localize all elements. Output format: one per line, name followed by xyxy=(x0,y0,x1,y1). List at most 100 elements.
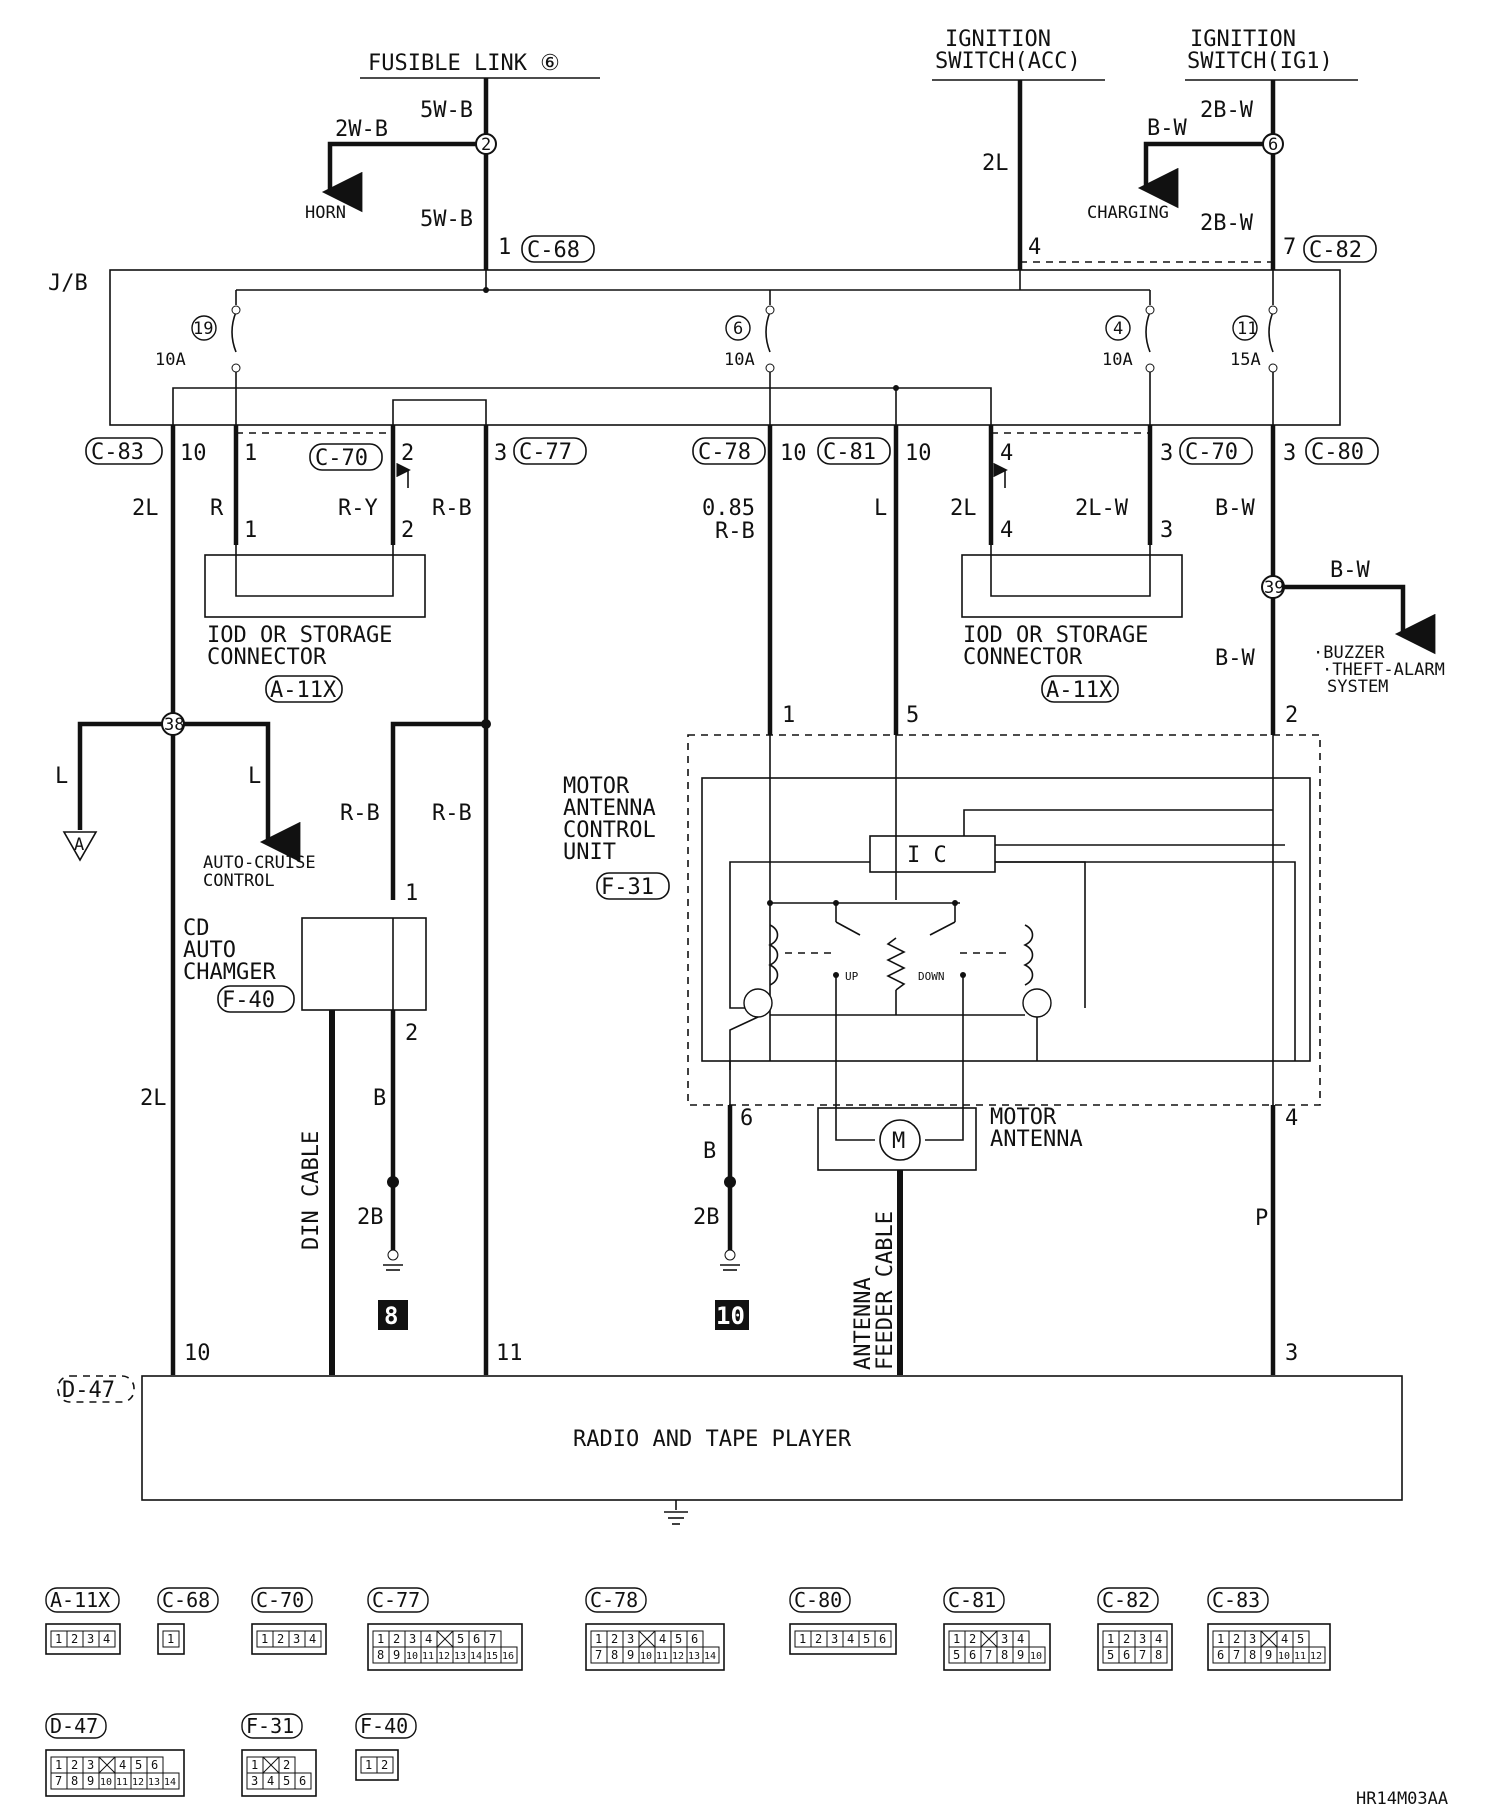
svg-text:6: 6 xyxy=(1123,1648,1130,1662)
svg-text:C-81: C-81 xyxy=(948,1588,996,1612)
svg-text:16: 16 xyxy=(502,1651,514,1662)
svg-text:10: 10 xyxy=(184,1341,211,1366)
connector-c68-tag xyxy=(521,235,595,263)
svg-text:19: 19 xyxy=(193,319,213,339)
svg-text:10: 10 xyxy=(406,1651,418,1662)
svg-text:7: 7 xyxy=(55,1774,62,1788)
svg-text:11: 11 xyxy=(422,1651,434,1662)
svg-text:5: 5 xyxy=(1297,1632,1304,1646)
svg-text:7: 7 xyxy=(595,1648,602,1662)
svg-text:4: 4 xyxy=(267,1774,274,1788)
svg-text:10: 10 xyxy=(716,1302,745,1330)
svg-text:ANTENNA: ANTENNA xyxy=(990,1127,1083,1152)
svg-text:3: 3 xyxy=(1139,1632,1146,1646)
svg-text:4: 4 xyxy=(659,1632,666,1646)
svg-text:1: 1 xyxy=(1107,1632,1114,1646)
svg-text:C-78: C-78 xyxy=(590,1588,638,1612)
svg-text:5: 5 xyxy=(283,1774,290,1788)
svg-text:A-11X: A-11X xyxy=(270,678,337,703)
svg-text:4: 4 xyxy=(1000,518,1013,543)
ignition-acc-line1: IGNITION xyxy=(945,27,1051,52)
svg-text:4: 4 xyxy=(1155,1632,1162,1646)
svg-text:1: 1 xyxy=(167,1632,174,1646)
svg-text:4: 4 xyxy=(119,1758,126,1772)
svg-text:5: 5 xyxy=(953,1648,960,1662)
ignition-ig1-source: IGNITION SWITCH(IG1) xyxy=(1185,27,1358,81)
svg-text:8: 8 xyxy=(1155,1648,1162,1662)
svg-text:B-W: B-W xyxy=(1215,496,1255,521)
svg-text:8: 8 xyxy=(384,1302,398,1330)
svg-text:6: 6 xyxy=(879,1632,886,1646)
svg-text:4: 4 xyxy=(847,1632,854,1646)
svg-text:RADIO AND TAPE PLAYER: RADIO AND TAPE PLAYER xyxy=(573,1427,852,1452)
svg-text:12: 12 xyxy=(132,1777,144,1788)
svg-text:2: 2 xyxy=(393,1632,400,1646)
svg-text:9: 9 xyxy=(1017,1648,1024,1662)
svg-text:2: 2 xyxy=(1233,1632,1240,1646)
connector-c82-tag xyxy=(1303,235,1377,263)
svg-text:L: L xyxy=(55,764,68,789)
svg-text:15A: 15A xyxy=(1230,350,1261,370)
svg-text:AUTO-CRUISE: AUTO-CRUISE xyxy=(203,853,316,873)
svg-text:C-68: C-68 xyxy=(162,1588,210,1612)
ignition-acc-source: IGNITION SWITCH(ACC) xyxy=(932,27,1105,81)
svg-text:8: 8 xyxy=(71,1774,78,1788)
iod-connector-left: R R-Y 1 2 IOD OR STORAGE CONNECTOR A-11X xyxy=(204,425,426,703)
c78-wire: 0.85 R-B 1 xyxy=(702,425,795,735)
svg-text:11: 11 xyxy=(116,1777,128,1788)
svg-text:2: 2 xyxy=(71,1758,78,1772)
svg-text:·THEFT-ALARM: ·THEFT-ALARM xyxy=(1322,660,1445,680)
svg-text:B-W: B-W xyxy=(1215,646,1255,671)
svg-text:UNIT: UNIT xyxy=(563,840,616,865)
svg-text:2: 2 xyxy=(277,1632,284,1646)
svg-text:10: 10 xyxy=(100,1777,112,1788)
charging-label: CHARGING xyxy=(1087,203,1169,223)
svg-text:6: 6 xyxy=(1217,1648,1224,1662)
svg-text:3: 3 xyxy=(1285,1341,1298,1366)
svg-text:10: 10 xyxy=(180,441,207,466)
svg-text:2L: 2L xyxy=(132,496,159,521)
svg-text:1: 1 xyxy=(799,1632,806,1646)
svg-text:3: 3 xyxy=(627,1632,634,1646)
svg-text:10: 10 xyxy=(1030,1651,1042,1662)
svg-text:C-82: C-82 xyxy=(1309,238,1362,263)
svg-text:3: 3 xyxy=(87,1758,94,1772)
svg-text:11: 11 xyxy=(1294,1651,1306,1662)
svg-text:2: 2 xyxy=(1123,1632,1130,1646)
svg-text:DIN CABLE: DIN CABLE xyxy=(299,1131,324,1250)
svg-text:1: 1 xyxy=(55,1758,62,1772)
svg-text:11: 11 xyxy=(496,1341,523,1366)
svg-text:7: 7 xyxy=(489,1632,496,1646)
svg-text:4: 4 xyxy=(1113,319,1123,339)
svg-text:CONTROL: CONTROL xyxy=(563,818,656,843)
svg-text:12: 12 xyxy=(672,1651,684,1662)
horn-label: HORN xyxy=(305,203,346,223)
svg-text:CONNECTOR: CONNECTOR xyxy=(207,645,327,670)
svg-text:FEEDER CABLE: FEEDER CABLE xyxy=(873,1211,898,1370)
svg-text:B: B xyxy=(373,1086,386,1111)
svg-text:3: 3 xyxy=(1001,1632,1008,1646)
svg-text:MOTOR: MOTOR xyxy=(990,1105,1057,1130)
svg-text:5: 5 xyxy=(1107,1648,1114,1662)
svg-text:2B-W: 2B-W xyxy=(1200,211,1254,236)
ig1-wire: 2B-W 2B-W 6 B-W CHARGING 7 C-82 xyxy=(1087,80,1377,270)
svg-text:2: 2 xyxy=(401,441,414,466)
svg-text:F-31: F-31 xyxy=(601,875,654,900)
svg-text:8: 8 xyxy=(377,1648,384,1662)
antenna-control-unit: MOTOR ANTENNA CONTROL UNIT F-31 I C xyxy=(563,734,1321,1106)
svg-text:4: 4 xyxy=(1281,1632,1288,1646)
svg-text:2W-B: 2W-B xyxy=(335,117,388,142)
svg-text:6: 6 xyxy=(151,1758,158,1772)
svg-text:2B-W: 2B-W xyxy=(1200,98,1254,123)
svg-text:6: 6 xyxy=(740,1106,753,1131)
svg-text:1: 1 xyxy=(244,518,257,543)
svg-text:15: 15 xyxy=(486,1651,498,1662)
svg-text:C-70: C-70 xyxy=(315,446,368,471)
svg-text:10: 10 xyxy=(640,1651,652,1662)
svg-text:B-W: B-W xyxy=(1147,116,1187,141)
acc-wire: 2L 4 xyxy=(982,80,1273,270)
